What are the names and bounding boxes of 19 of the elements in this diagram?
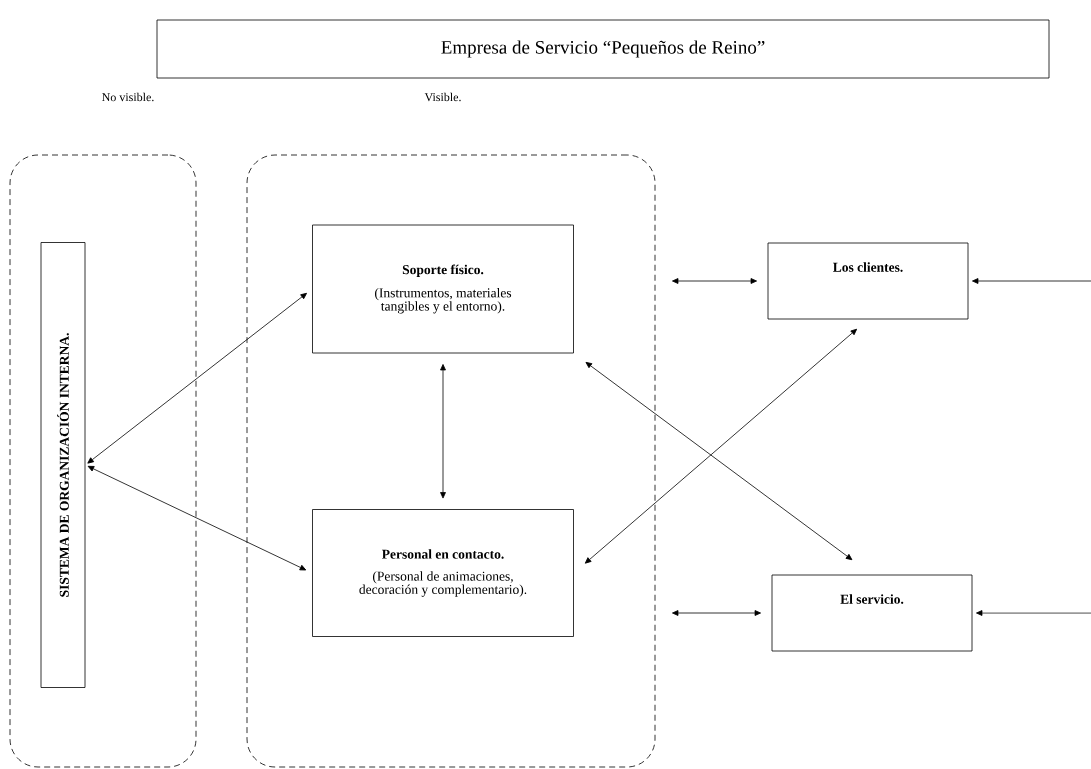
process-box: Personal en contacto. (Personal de animaciones, decoración y complementario). bbox=[312, 509, 574, 637]
heading-text: Visible. bbox=[424, 92, 461, 102]
process-box: El servicio. bbox=[771, 574, 973, 652]
arrow bbox=[976, 610, 1091, 616]
dashed-group bbox=[246, 154, 656, 768]
heading-text: No visible. bbox=[102, 92, 154, 102]
process-box: Los clientes. bbox=[767, 242, 969, 320]
arrow bbox=[87, 465, 307, 571]
vertical-text-box: SISTEMA DE ORGANIZACIÓN INTERNA. bbox=[40, 242, 86, 688]
arrow bbox=[672, 610, 761, 616]
arrow bbox=[972, 278, 1091, 284]
arrow bbox=[87, 292, 307, 464]
arrow bbox=[440, 364, 446, 499]
arrow bbox=[584, 328, 858, 564]
dashed-group bbox=[9, 154, 197, 768]
arrow bbox=[585, 361, 853, 561]
arrow bbox=[672, 278, 757, 284]
process-box: Soporte físico. (Instrumentos, materiales tangibles y el entorno). bbox=[312, 224, 574, 354]
title-box: Empresa de Servicio “Pequeños de Reino” bbox=[156, 19, 1050, 79]
